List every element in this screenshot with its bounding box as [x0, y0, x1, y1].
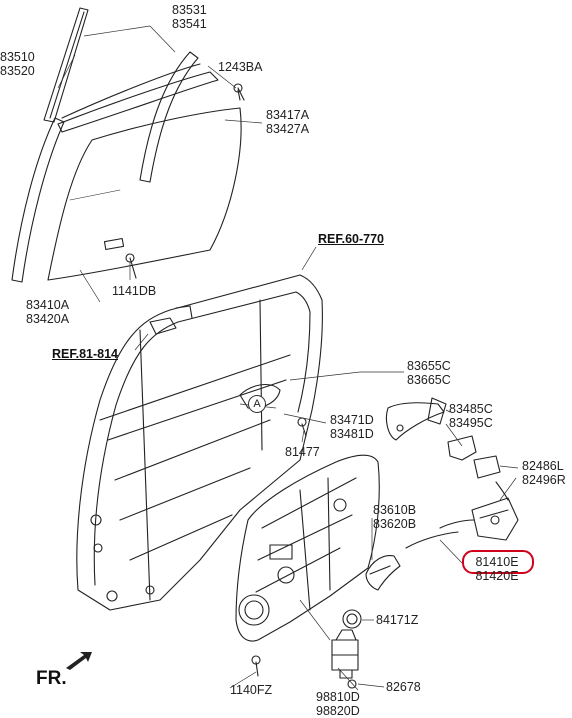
grommet-part — [342, 609, 362, 629]
door-glass-part — [47, 107, 242, 281]
fr-arrow-icon — [66, 652, 92, 670]
door-latch-bracket-part — [473, 455, 501, 479]
door-shell-part — [76, 274, 323, 611]
ref-81-814: REF.81-814 — [52, 347, 119, 361]
door-latch-part — [405, 481, 519, 549]
label-1140fz: 1140FZ — [230, 683, 273, 697]
label-1243ba: 1243BA — [218, 60, 263, 74]
handle-bracket-part — [447, 435, 477, 461]
window-channel-part — [43, 7, 219, 133]
label-82678: 82678 — [386, 680, 421, 694]
label-81477: 81477 — [285, 445, 320, 459]
inside-handle-part — [365, 555, 401, 591]
ref-60-770: REF.60-770 — [318, 232, 385, 246]
front-direction-label: FR. — [36, 668, 67, 689]
window-regulator-part — [235, 454, 380, 642]
label-1141db: 1141DB — [112, 284, 157, 298]
window-motor-part — [331, 629, 359, 679]
callout-circle-a: A — [248, 395, 266, 413]
label-84171z: 84171Z — [376, 613, 419, 627]
highlight-ring-81410e — [462, 550, 534, 574]
run-channel-part — [11, 51, 201, 283]
outside-handle-part — [385, 397, 447, 441]
bolt-part — [237, 89, 307, 677]
